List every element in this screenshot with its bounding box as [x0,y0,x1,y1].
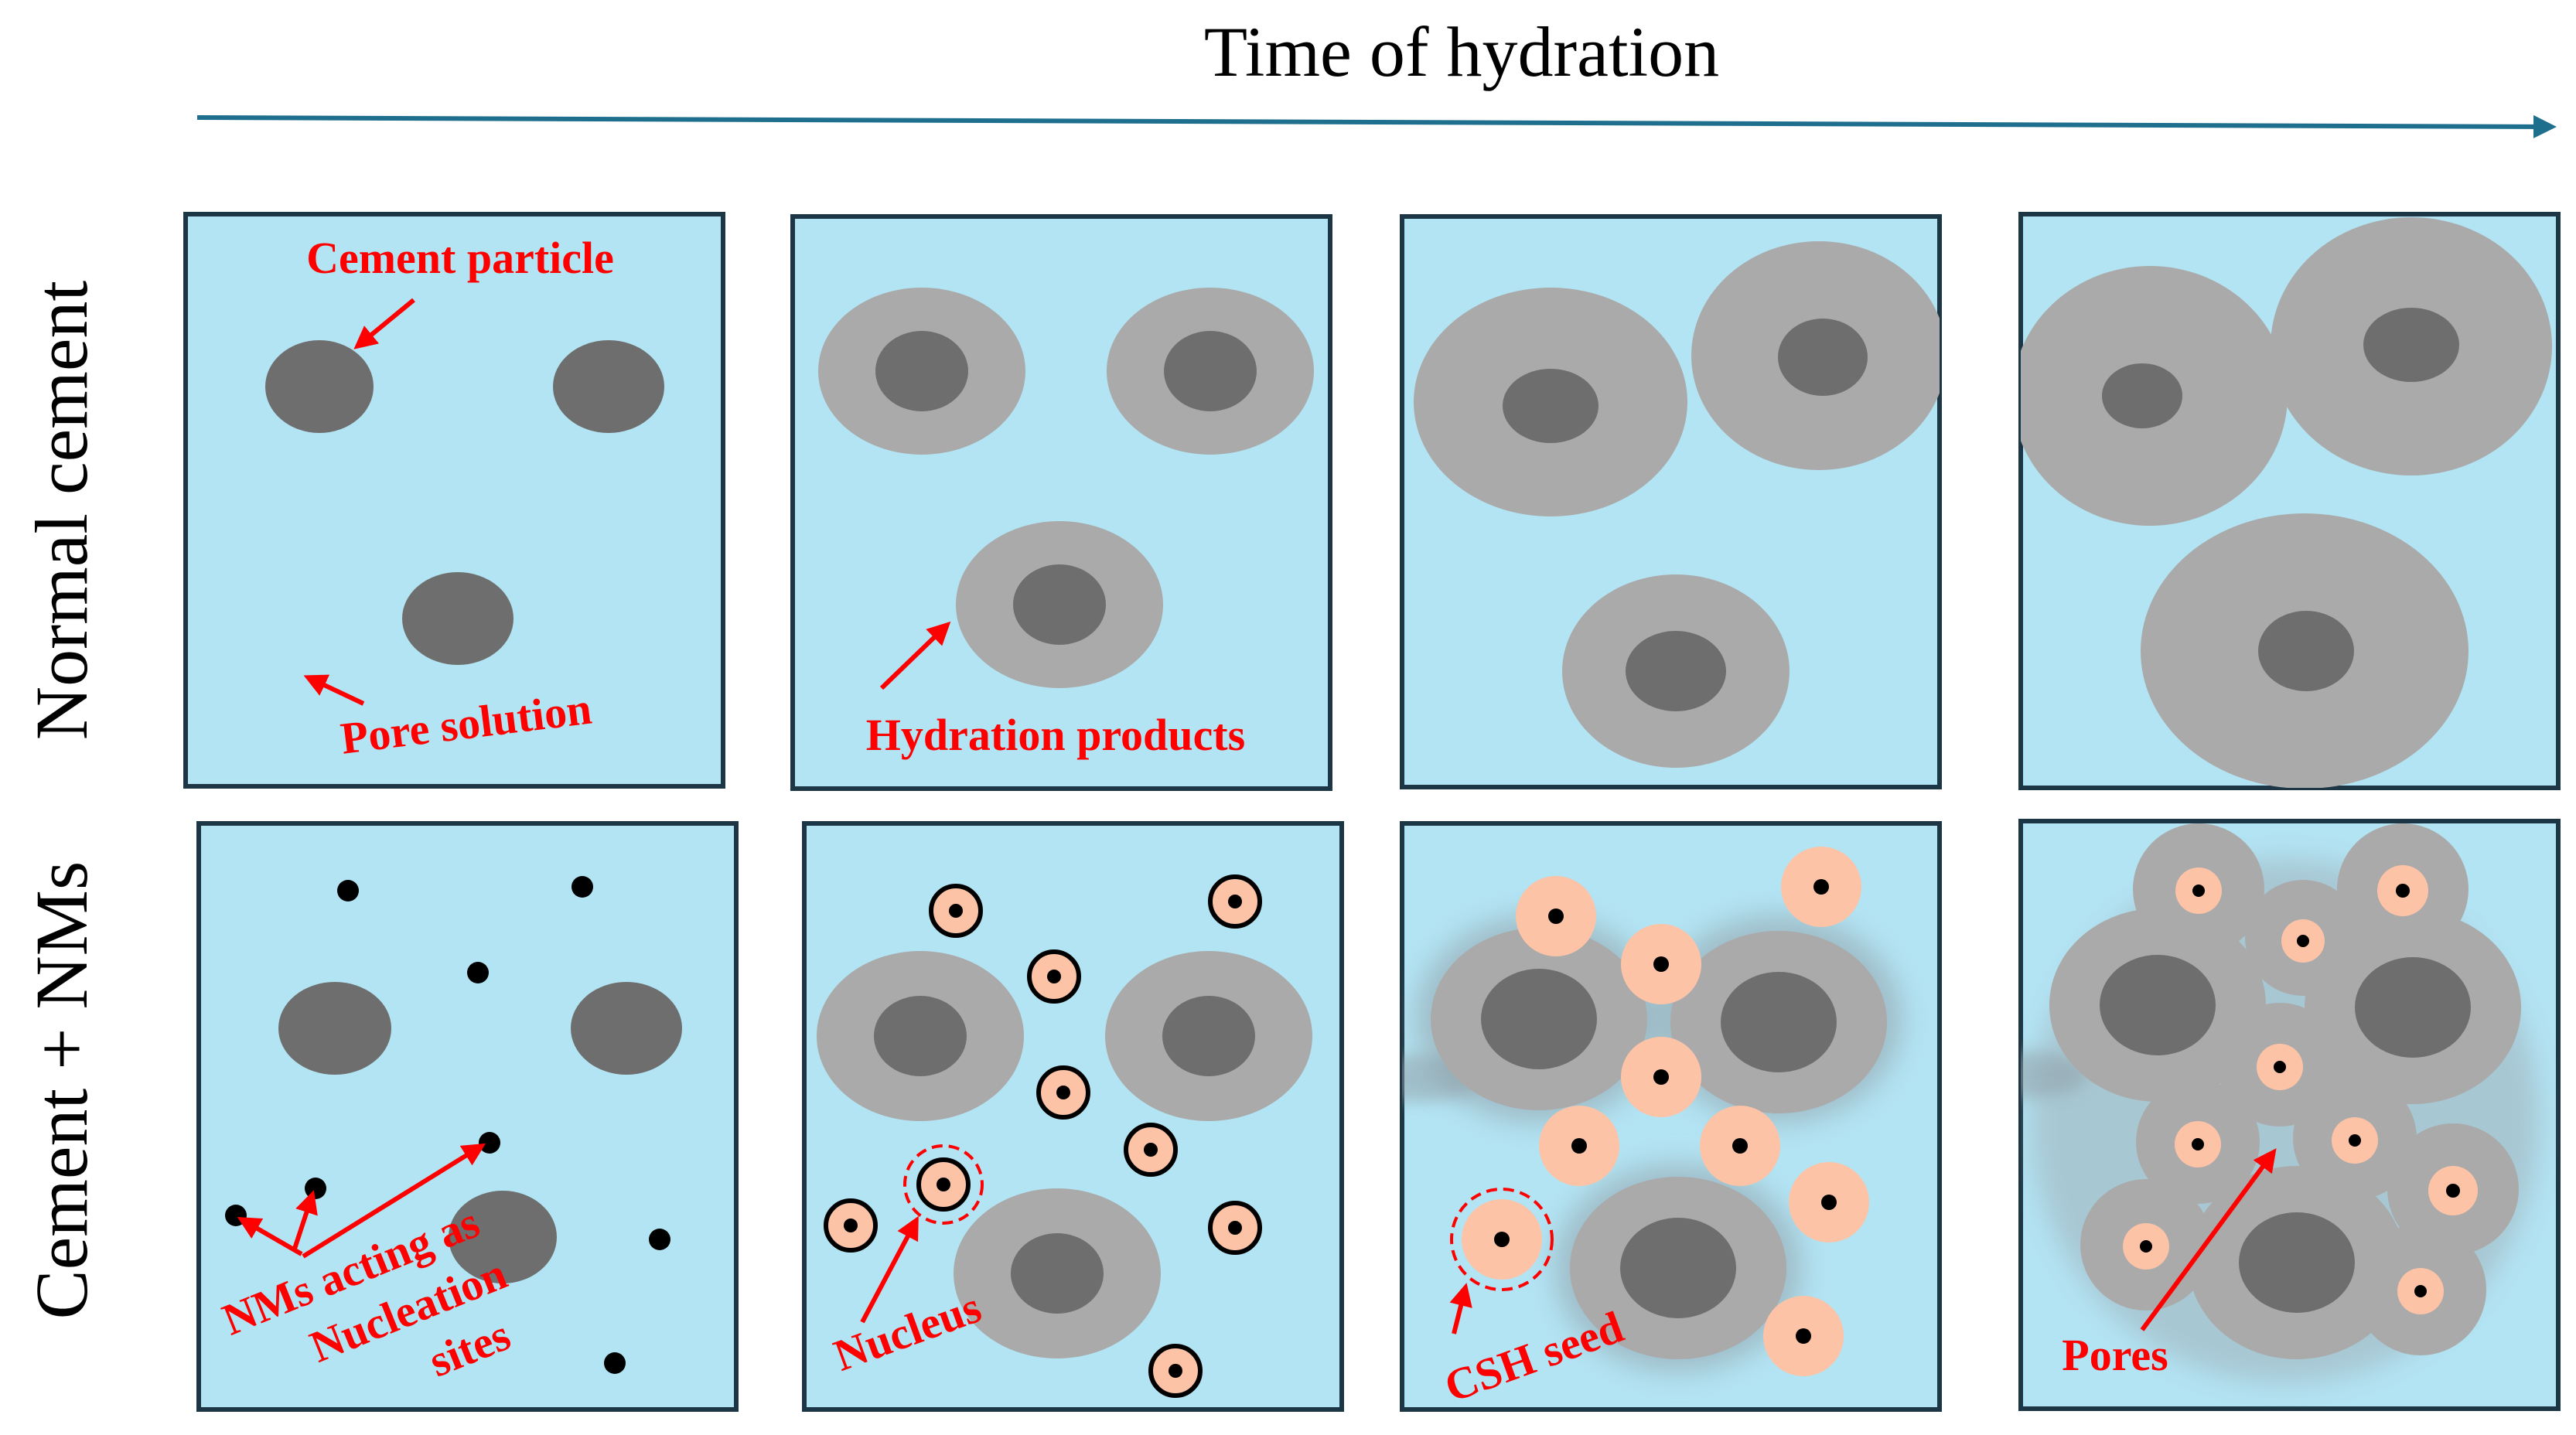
cement-core [1620,1218,1736,1318]
panel-normal-3 [1400,214,1942,789]
csh-seed [2428,1166,2478,1215]
row-label-normal-cement: Normal cement [20,280,103,740]
cement-core [2355,957,2471,1058]
cement-core [1164,331,1257,411]
cement-core [2100,955,2216,1055]
arrow-nucleus [860,1215,919,1324]
csh-seed [2332,1117,2378,1164]
csh-seed [1516,876,1596,956]
csh-seed [1462,1199,1542,1280]
title: Time of hydration [1204,12,1719,91]
panel-nms-2: Nucleus [802,821,1344,1412]
csh-seed [1781,847,1861,927]
csh-seed [2397,1268,2444,1314]
csh-seed [2175,1121,2221,1167]
csh-seed [2175,867,2222,914]
arrow-pores [2140,1148,2277,1331]
arrow-csh-seed [1449,1283,1472,1334]
csh-seed [2377,865,2428,916]
csh-seed [2123,1223,2169,1270]
csh-seed [1539,1106,1619,1186]
cement-core [874,996,967,1076]
cement-core [1503,369,1598,443]
csh-seed [1763,1296,1844,1376]
cement-particle [265,340,374,433]
csh-seed [1621,1037,1701,1117]
row-label-cement-nms: Cement + NMs [20,861,103,1320]
panel-normal-1: Cement particle Pore solution [183,212,725,789]
cement-core [1013,564,1106,645]
nucleus-particle [1208,874,1262,929]
nm-particle [337,880,359,902]
cement-particle [571,982,682,1075]
csh-seed [1789,1162,1869,1242]
nucleus-particle [929,884,983,938]
nucleus-particle [1208,1201,1262,1255]
arrow-cement-particle [353,298,415,349]
label-cement-particle: Cement particle [306,233,614,283]
csh-seed [2257,1044,2303,1090]
nm-particle [649,1229,670,1250]
cement-core [1481,969,1597,1069]
nm-particle [479,1132,500,1154]
csh-seed [1621,924,1701,1004]
arrow-hydration-products [879,621,951,690]
cement-particle [449,1191,557,1283]
nm-particle [305,1178,326,1199]
nucleus-highlight-ring [903,1144,984,1225]
arrow-nms-2 [292,1190,318,1252]
panel-normal-2: Hydration products [790,214,1332,791]
time-arrow [196,114,2557,138]
nucleus-particle [1027,949,1081,1004]
nm-particle [604,1352,626,1374]
nucleus-particle [824,1198,878,1253]
cement-core [875,331,968,411]
arrow-nms-3 [302,1143,486,1259]
cement-core [2102,363,2182,428]
cement-core [1626,631,1726,711]
arrow-nms-1 [237,1217,303,1256]
csh-seed [2281,919,2325,963]
nm-particle [571,876,593,898]
arrow-pore-solution [303,674,365,706]
cement-core [1011,1233,1104,1314]
cement-core [2258,611,2354,691]
nucleus-particle [916,1157,971,1212]
label-hydration-products: Hydration products [866,710,1245,760]
nucleus-particle [1036,1065,1090,1120]
cement-core [2363,308,2459,382]
nm-particle [467,962,489,983]
nucleus-particle [1124,1123,1178,1177]
cement-core [2239,1212,2355,1313]
cement-core [1721,972,1837,1072]
cement-particle [553,340,664,433]
panel-normal-4 [2018,212,2561,790]
cement-particle [402,572,513,665]
label-pores: Pores [2062,1330,2168,1380]
panel-nms-1: NMs acting as Nucleation sites [196,821,739,1412]
csh-seed-highlight-ring [1450,1188,1554,1291]
cement-core [1162,996,1255,1076]
nucleus-particle [1148,1344,1203,1398]
panel-nms-4: Pores [2018,819,2561,1411]
cement-core [1778,319,1868,396]
csh-seed [1700,1106,1780,1186]
cement-particle [278,982,391,1075]
panel-nms-3: CSH seed [1400,821,1942,1412]
